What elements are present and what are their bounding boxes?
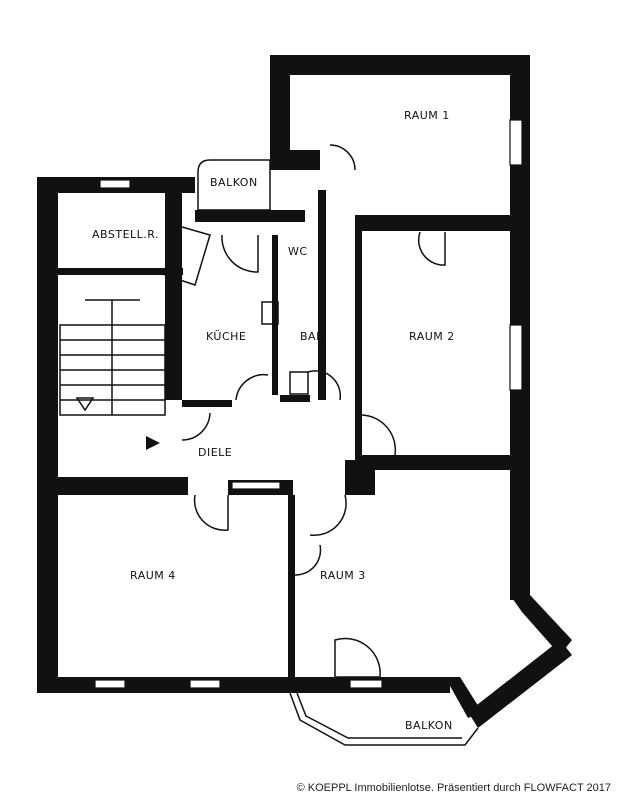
walls	[37, 55, 572, 728]
label-raum-1: RAUM 1	[404, 109, 450, 122]
label-raum-2: RAUM 2	[409, 330, 455, 343]
windows	[94, 119, 523, 689]
label-diele: DIELE	[198, 446, 232, 459]
label-abstellraum: ABSTELL.R.	[92, 228, 159, 241]
label-wc: WC	[288, 245, 308, 258]
doors	[181, 144, 446, 678]
label-kueche: KÜCHE	[206, 330, 246, 343]
label-raum-3: RAUM 3	[320, 569, 366, 582]
room-labels: RAUM 1 BALKON ABSTELL.R. WC KÜCHE BAD RA…	[92, 109, 455, 732]
balconies	[197, 159, 479, 746]
stairs	[59, 224, 211, 450]
label-bad: BAD	[300, 330, 325, 343]
copyright-footer: © KOEPPL Immobilienlotse. Präsentiert du…	[296, 782, 611, 794]
label-balkon-bottom: BALKON	[405, 719, 453, 732]
label-balkon-top: BALKON	[210, 176, 258, 189]
label-raum-4: RAUM 4	[130, 569, 176, 582]
